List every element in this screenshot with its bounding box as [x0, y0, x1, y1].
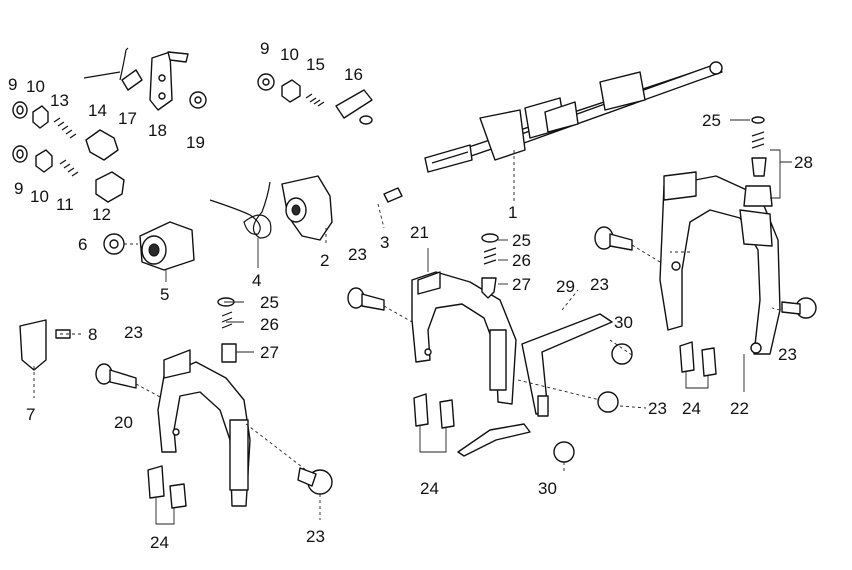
callout-28: 28: [794, 153, 813, 172]
callout-24: 24: [682, 399, 701, 418]
callout-8: 8: [88, 325, 97, 344]
shift-lever-29: [457, 313, 613, 457]
selector-mechanism: [103, 175, 403, 271]
callout-20: 20: [114, 413, 133, 432]
callout-7: 7: [26, 405, 35, 424]
callout-25: 25: [512, 231, 531, 250]
callout-10: 10: [26, 77, 45, 96]
leader-lines: [33, 119, 792, 525]
callout-30: 30: [538, 479, 557, 498]
callout-27: 27: [512, 275, 531, 294]
callout-23: 23: [306, 527, 325, 546]
fork-pads: [147, 341, 717, 509]
shift-fork-20: [157, 349, 251, 507]
callout-23: 23: [348, 245, 367, 264]
bolts-and-pins: [19, 226, 817, 495]
shift-fork-22: [659, 171, 781, 355]
callout-6: 6: [78, 235, 87, 254]
callout-9: 9: [8, 75, 17, 94]
callout-11: 11: [56, 195, 74, 214]
callout-2: 2: [320, 251, 329, 270]
callout-25: 25: [260, 293, 279, 312]
callout-21: 21: [410, 223, 429, 242]
callout-9: 9: [14, 179, 23, 198]
callout-1: 1: [508, 203, 517, 222]
callout-30: 30: [614, 313, 633, 332]
callout-24: 24: [420, 479, 439, 498]
callout-25: 25: [702, 111, 721, 130]
top-center-parts: [257, 73, 373, 125]
callout-27: 27: [260, 343, 279, 362]
callout-23: 23: [778, 345, 797, 364]
shift-rod-assembly: [424, 61, 723, 173]
callout-29: 29: [556, 277, 575, 296]
callout-26: 26: [512, 251, 531, 270]
callout-23: 23: [648, 399, 667, 418]
shift-fork-21: [411, 271, 517, 405]
callout-14: 14: [88, 101, 107, 120]
callout-18: 18: [148, 121, 167, 140]
callout-10: 10: [30, 187, 49, 206]
callout-10: 10: [280, 45, 299, 64]
callout-26: 26: [260, 315, 279, 334]
callout-22: 22: [730, 399, 749, 418]
callout-17: 17: [118, 109, 137, 128]
callout-9: 9: [260, 39, 269, 58]
second-row-parts: [12, 145, 125, 203]
callout-12: 12: [92, 205, 111, 224]
callout-16: 16: [344, 65, 363, 84]
callout-3: 3: [380, 233, 389, 252]
callout-5: 5: [160, 285, 169, 304]
callout-23: 23: [590, 275, 609, 294]
callout-19: 19: [186, 133, 205, 152]
callout-23: 23: [124, 323, 143, 342]
callout-4: 4: [252, 271, 261, 290]
callout-24: 24: [150, 533, 169, 552]
callout-15: 15: [306, 55, 325, 74]
callout-labels: 1 2 3 4 5 6 7 8 9 10 13 14 17 18 19 9 10…: [8, 39, 813, 552]
callout-13: 13: [50, 91, 69, 110]
upper-left-parts: [12, 47, 207, 161]
